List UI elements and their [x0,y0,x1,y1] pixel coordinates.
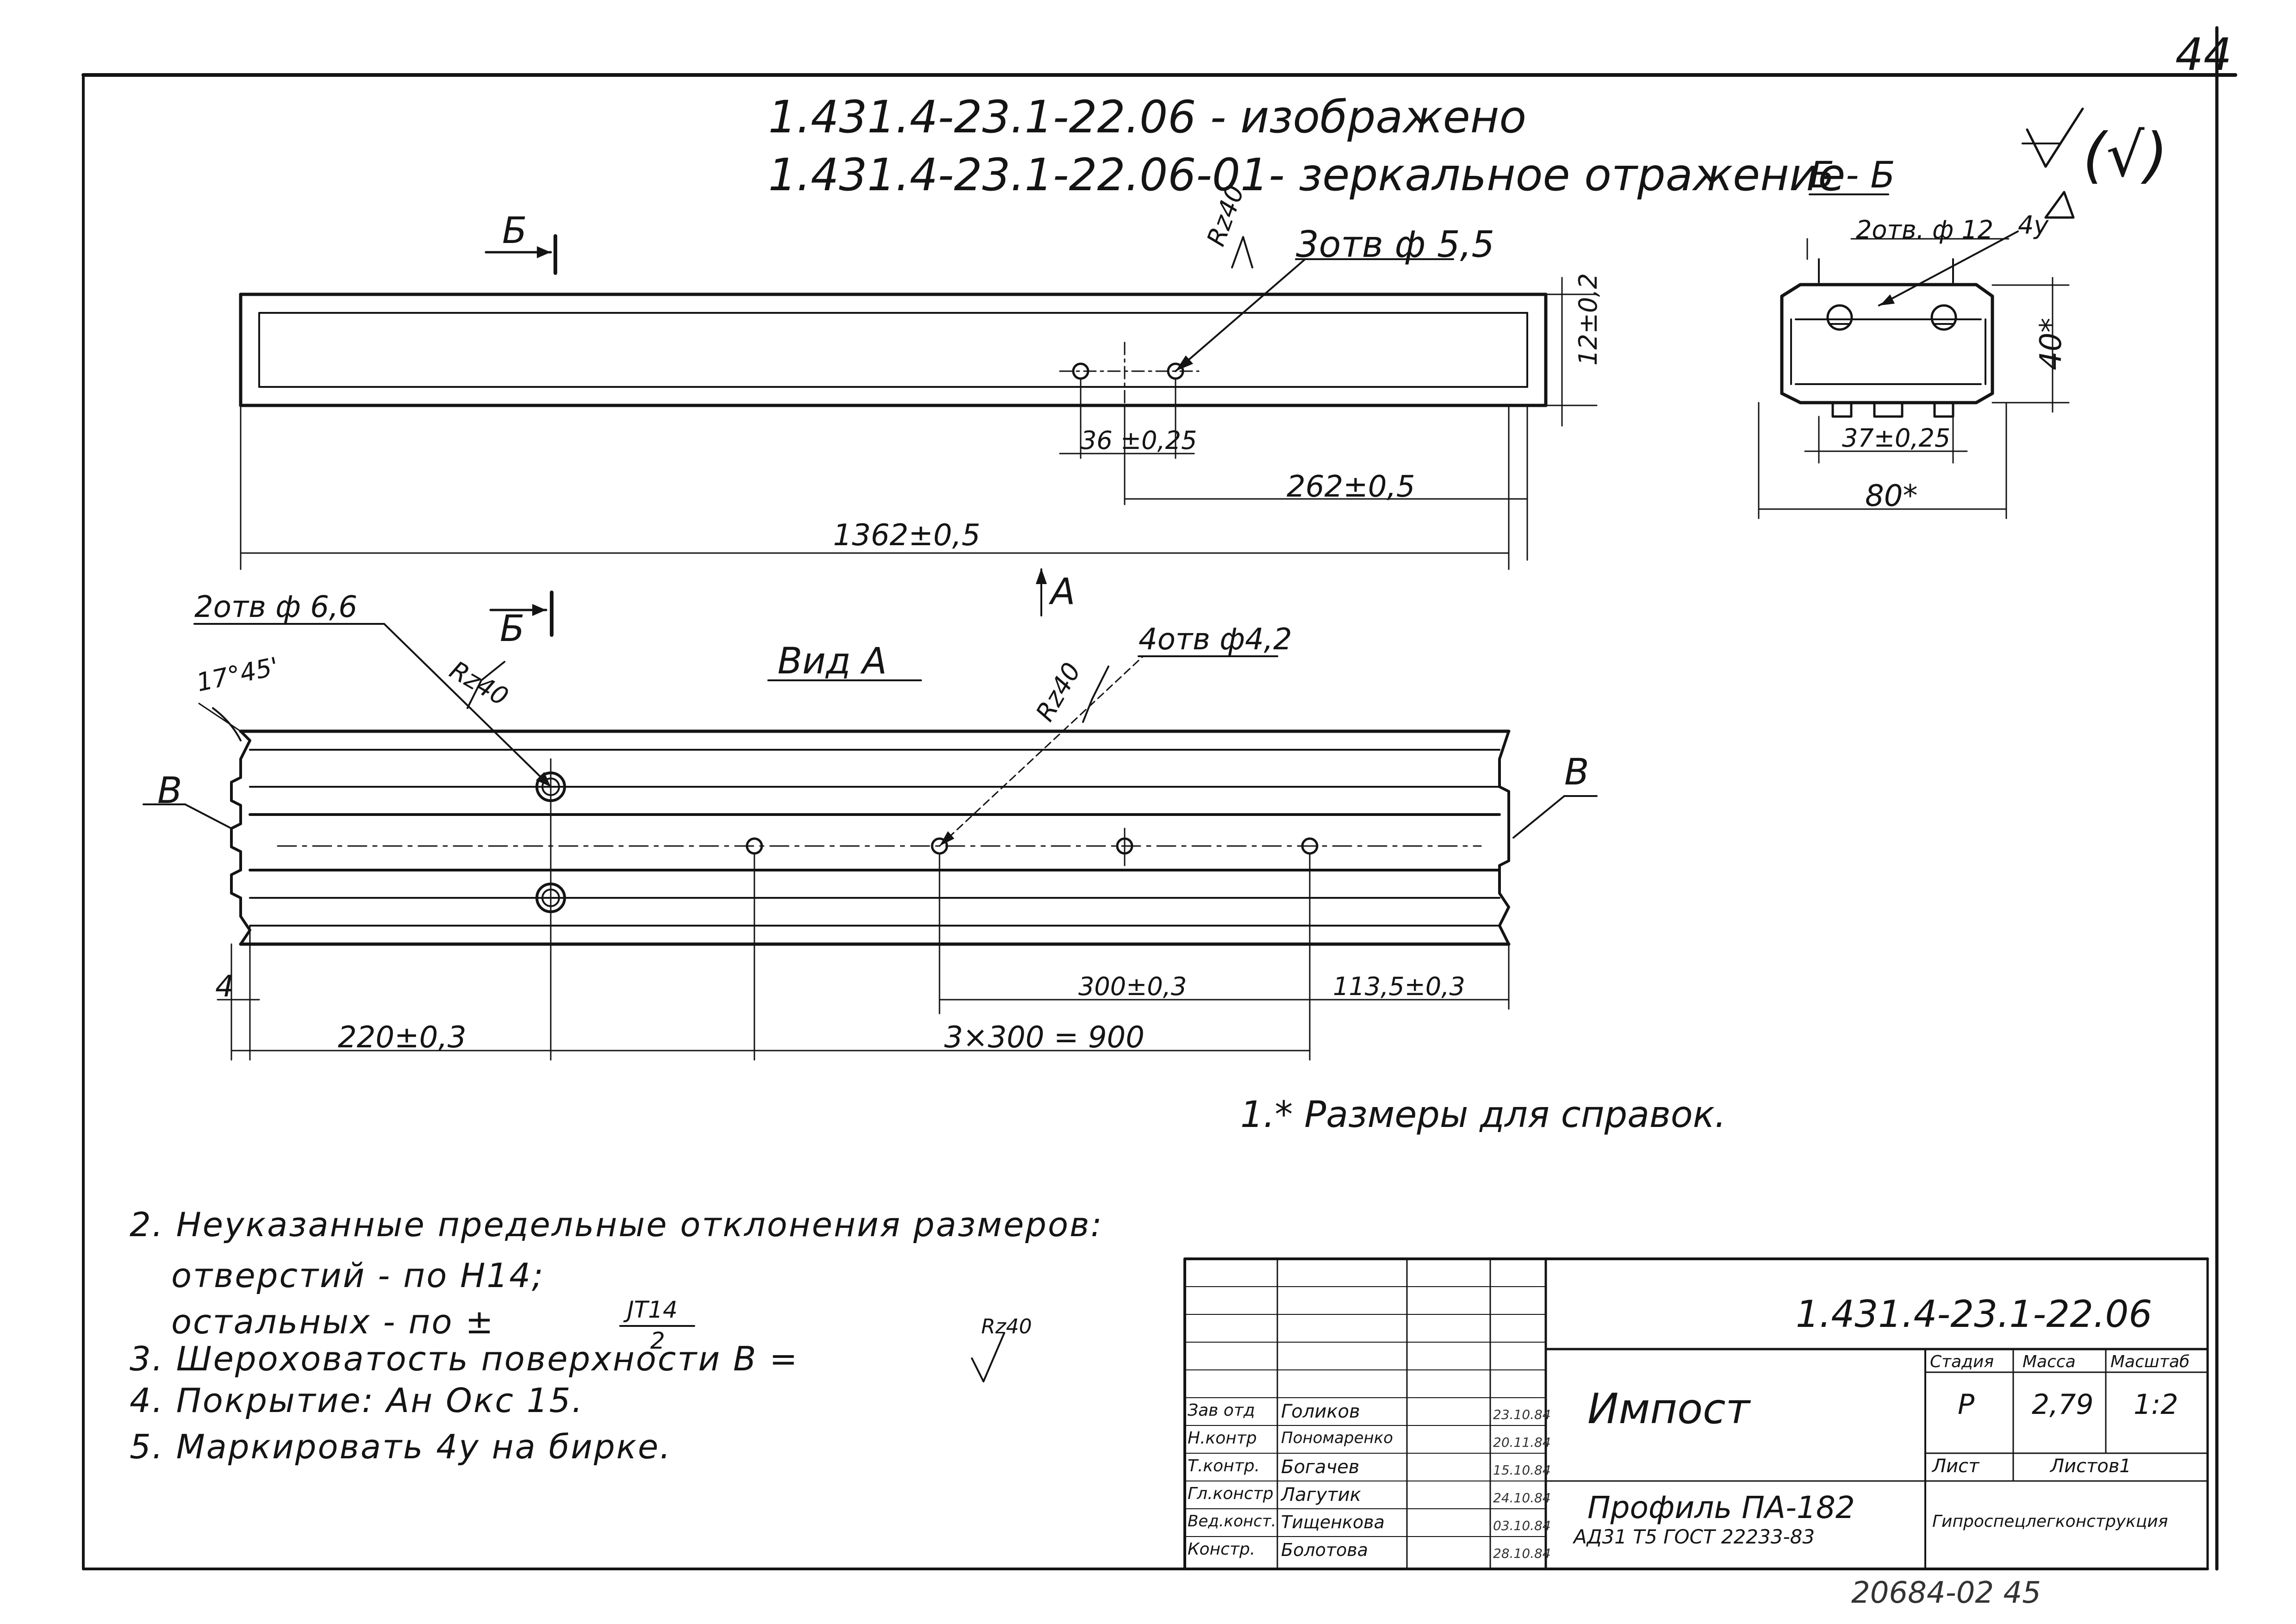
note-1: 1.* Размеры для справок. [1240,1094,1726,1136]
note-3: 3. Шероховатость поверхности В = [130,1339,799,1378]
section-roughness-symbol: (√) [2083,120,2168,190]
name-cell: Болотова [1281,1540,1368,1560]
organization: Гипроспецлегконструкция [1932,1512,2168,1531]
header-line-1: 1.431.4-23.1-22.06 - изображено [768,91,1527,143]
sheet-number: 44 [2175,29,2232,81]
footer-code: 20684-02 45 [1851,1576,2041,1610]
note-2b-numerator: JT14 [627,1296,678,1323]
edge-left-label: В [157,770,182,812]
date-cell: 24.10.84 [1493,1490,1551,1506]
top-holes-label: 3отв ф 5,5 [1296,224,1495,266]
note-2b: остальных - по ± [171,1302,495,1341]
role-cell: Гл.констр [1188,1484,1274,1503]
top-dim-end: 262±0,5 [1287,470,1415,504]
date-cell: 03.10.84 [1493,1518,1551,1533]
top-section-mark: Б [502,210,527,252]
section-mark-label: 4у [2018,211,2049,240]
material-label: АД31 Т5 ГОСТ 22233-83 [1574,1525,1815,1548]
mass-label: Масса [2022,1352,2076,1371]
view-a-section-mark: Б [500,608,525,650]
view-arrow-label: А [1051,571,1076,613]
view-a-dim-pitch: 300±0,3 [1078,972,1187,1001]
scale-label: Масштаб [2110,1352,2190,1371]
name-cell: Голиков [1281,1401,1360,1422]
view-a-dim-end: 113,5±0,3 [1333,972,1465,1001]
date-cell: 23.10.84 [1493,1407,1551,1422]
view-a-dim-edge: 4 [215,970,234,1004]
section-dim-height: 40* [2034,317,2068,370]
note-3-symbol: Rz40 [981,1315,1032,1338]
mass-value: 2,79 [2032,1388,2094,1421]
name-cell: Лагутик [1281,1484,1361,1506]
role-cell: Зав отд [1188,1401,1255,1420]
view-a-holes-small: 4отв ф4,2 [1139,622,1292,657]
sheets-label: Листов1 [2050,1456,2131,1477]
section-holes-label: 2отв. ф 12 [1856,215,1994,244]
date-cell: 15.10.84 [1493,1462,1551,1478]
scale-value: 1:2 [2134,1388,2178,1421]
top-dim-total: 1362±0,5 [833,518,981,553]
view-a [143,591,1598,1061]
section-dim-width: 80* [1865,479,1918,513]
edge-right-label: В [1564,752,1589,793]
date-cell: 28.10.84 [1493,1546,1551,1561]
view-a-title: Вид А [778,641,887,682]
top-dim-spacing: 36 ±0,25 [1081,426,1197,455]
note-2b-denominator: 2 [650,1327,665,1354]
profile-label: Профиль ПА-182 [1587,1490,1855,1525]
name-cell: Тищенкова [1281,1512,1385,1532]
section-dim-inner: 37±0,25 [1842,423,1951,453]
note-2: 2. Неуказанные предельные отклонения раз… [130,1205,1103,1244]
stage-label: Стадия [1930,1352,1994,1371]
sheet-label: Лист [1932,1456,1979,1477]
stage-value: Р [1958,1388,1975,1421]
header-line-2: 1.431.4-23.1-22.06-01- зеркальное отраже… [768,149,1846,201]
view-a-dim-series: 3×300 = 900 [944,1020,1145,1055]
section-title: Б - Б [1810,155,1895,196]
view-a-dim-start: 220±0,3 [338,1020,467,1055]
title-block [1183,1257,2209,1570]
section-view [1758,107,2084,519]
part-name: Импост [1587,1385,1750,1433]
name-cell: Богачев [1281,1456,1360,1478]
view-a-holes-large: 2отв ф 6,6 [194,590,358,624]
note-5: 5. Маркировать 4у на бирке. [130,1427,672,1466]
top-dim-height: 12±0,2 [1574,273,1603,366]
top-view [239,234,1598,616]
date-cell: 20.11.84 [1493,1435,1551,1450]
name-cell: Пономаренко [1281,1429,1393,1447]
note-4: 4. Покрытие: Ан Окс 15. [130,1381,584,1420]
doc-code: 1.431.4-23.1-22.06 [1796,1293,2153,1336]
note-2a: отверстий - по Н14; [171,1256,545,1295]
role-cell: Вед.конст. [1188,1512,1276,1531]
role-cell: Н.контр [1188,1429,1257,1448]
role-cell: Констр. [1188,1540,1256,1559]
role-cell: Т.контр. [1188,1456,1260,1475]
